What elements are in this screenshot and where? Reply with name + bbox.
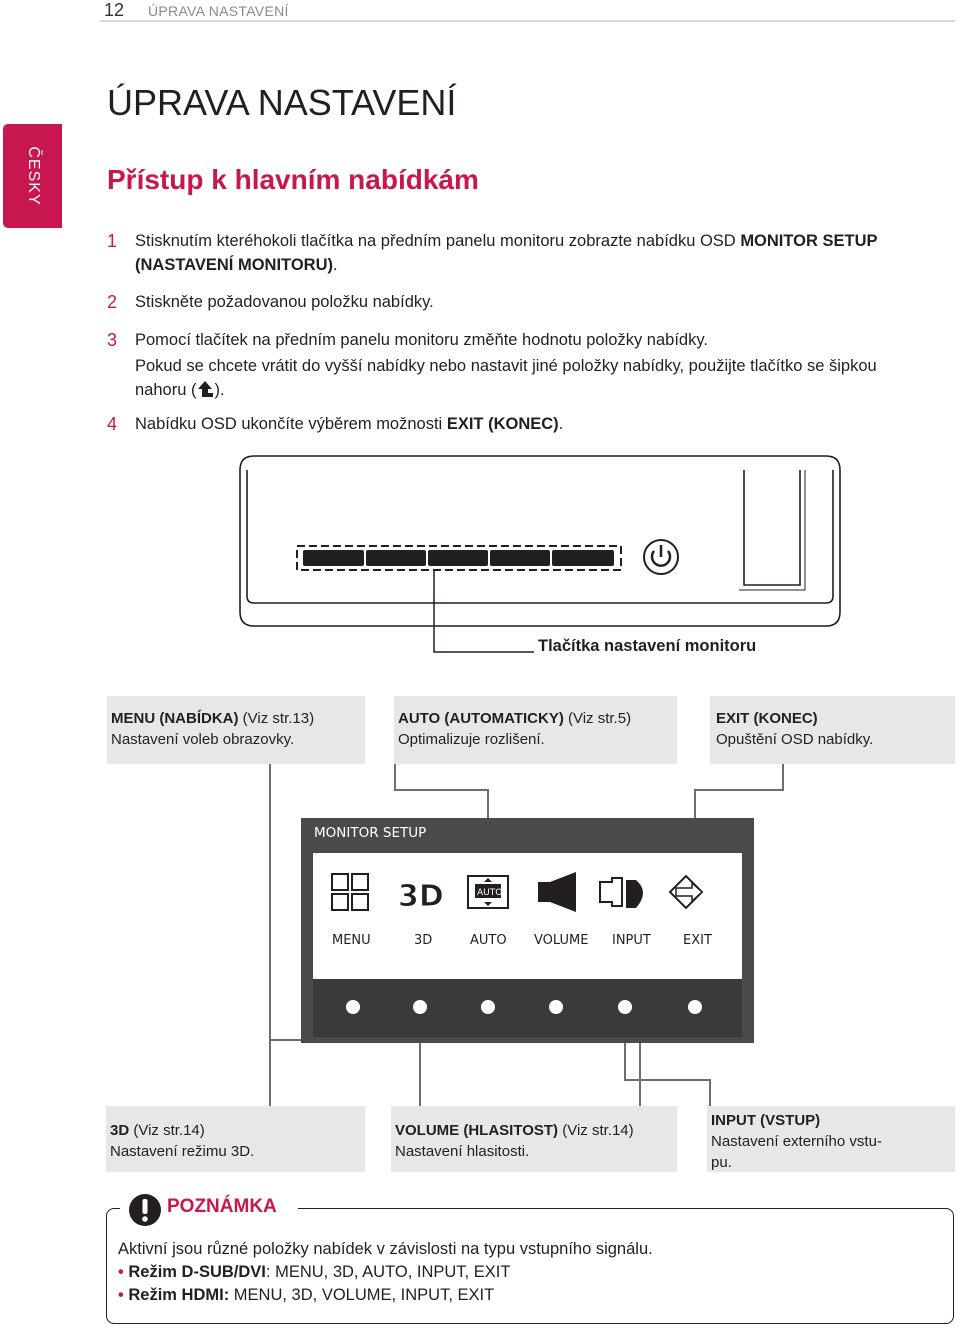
callout-title: MENU (NABÍDKA)	[111, 710, 239, 727]
callout-volume: VOLUME (HLASITOST) (Viz str.14) Nastaven…	[391, 1106, 677, 1172]
callout-auto: AUTO (AUTOMATICKY) (Viz str.5) Optimaliz…	[394, 696, 677, 764]
osd-dot-auto[interactable]	[481, 1000, 495, 1014]
header-rule	[100, 20, 955, 22]
auto-icon-text: AUTO	[477, 888, 502, 898]
step-number: 2	[107, 292, 118, 312]
osd-dot-volume[interactable]	[549, 1000, 563, 1014]
page-title: ÚPRAVA NASTAVENÍ	[107, 82, 457, 123]
buttons-leader-line	[433, 570, 534, 653]
osd-dot-exit[interactable]	[688, 1000, 702, 1014]
note-bullet-bold: Režim HDMI:	[128, 1286, 230, 1304]
3d-icon: 3D	[398, 879, 445, 915]
step-text-part: .	[333, 256, 338, 274]
monitor-buttons-label: Tlačítka nastavení monitoru	[538, 637, 757, 655]
note-bullet-bold: Režim D-SUB/DVI	[128, 1263, 266, 1281]
page-number: 12	[104, 0, 125, 20]
callout-exit: EXIT (KONEC) Opuštění OSD nabídky.	[710, 696, 955, 764]
language-tab: ČESKY	[3, 124, 62, 228]
3d-icon-text: 3D	[398, 879, 444, 914]
step-bold-text: EXIT (KONEC)	[446, 415, 559, 433]
step-text-part: Nabídku OSD ukončíte výběrem možnosti	[135, 415, 447, 433]
step-bold-text: MONITOR SETUP (NASTAVENÍ MONITORU)	[135, 232, 878, 274]
callout-title: INPUT (VSTUP)	[711, 1112, 821, 1129]
step-number: 4	[107, 414, 118, 434]
monitor-bezel	[239, 455, 841, 627]
step-number: 3	[107, 330, 118, 350]
note-title: POZNÁMKA	[167, 1196, 277, 1217]
bullet-icon: •	[118, 1286, 124, 1304]
callout-desc: Nastavení režimu 3D.	[110, 1143, 255, 1160]
osd-icons: 3D AUTO	[331, 872, 704, 915]
up-arrow-icon	[198, 381, 214, 397]
callout-ref: (Viz str.14)	[129, 1122, 205, 1139]
step-number: 1	[107, 231, 118, 251]
callout-3d: 3D (Viz str.14) Nastavení režimu 3D.	[106, 1106, 365, 1172]
callout-desc: Opuštění OSD nabídky.	[716, 731, 874, 748]
callout-ref: (Viz str.5)	[563, 710, 632, 727]
exit-arrow-icon	[668, 874, 704, 910]
osd-labels: MENU 3D AUTO VOLUME INPUT EXIT	[313, 933, 742, 953]
osd-dot-menu[interactable]	[346, 1000, 360, 1014]
step-text-part: nahoru (	[135, 381, 197, 399]
callout-desc: Nastavení voleb obrazovky.	[111, 731, 295, 748]
auto-icon: AUTO	[467, 875, 509, 909]
osd-item-volume[interactable]: VOLUME	[534, 933, 589, 948]
callout-title: AUTO (AUTOMATICKY)	[398, 710, 564, 727]
osd-item-3d[interactable]: 3D	[414, 933, 433, 948]
callout-title: VOLUME (HLASITOST)	[395, 1122, 559, 1139]
osd-item-auto[interactable]: AUTO	[470, 933, 507, 948]
osd-item-input[interactable]: INPUT	[612, 933, 651, 948]
running-title: ÚPRAVA NASTAVENÍ	[148, 3, 289, 19]
step-text: Pokud se chcete vrátit do vyšší nabídky …	[135, 357, 877, 375]
power-button-icon	[643, 539, 679, 575]
osd-title: MONITOR SETUP	[314, 825, 427, 841]
note-bullet: • Režim D-SUB/DVI: MENU, 3D, AUTO, INPUT…	[118, 1263, 510, 1282]
osd-item-exit[interactable]: EXIT	[683, 933, 712, 948]
osd-dot-input[interactable]	[618, 1000, 632, 1014]
step-text: nahoru ().	[135, 378, 955, 402]
note-box	[106, 1208, 954, 1324]
step-text: Stiskněte požadovanou položku nabídky.	[135, 293, 434, 311]
section-title: Přístup k hlavním nabídkám	[107, 164, 479, 195]
step-text-part: .	[558, 415, 564, 433]
step-text-part: Stisknutím kteréhokoli tlačítka na předn…	[135, 232, 741, 250]
step-text: Stisknutím kteréhokoli tlačítka na předn…	[135, 229, 955, 277]
callout-desc: Nastavení externího vstu-	[711, 1133, 882, 1150]
input-connector-icon	[599, 877, 643, 908]
bezel-buttons	[296, 545, 622, 571]
callout-input: INPUT (VSTUP) Nastavení externího vstu- …	[707, 1106, 955, 1172]
note-bullet-text: : MENU, 3D, AUTO, INPUT, EXIT	[265, 1263, 511, 1281]
menu-grid-icon	[331, 873, 369, 911]
callout-title: 3D	[110, 1122, 130, 1139]
osd-button-dots	[346, 1000, 702, 1014]
step-text: Pomocí tlačítek na předním panelu monito…	[135, 331, 708, 349]
osd-panel	[301, 818, 754, 1043]
step-text: Nabídku OSD ukončíte výběrem možnosti EX…	[135, 412, 955, 436]
speaker-icon	[538, 872, 576, 912]
step-text-part: ).	[214, 381, 225, 399]
note-bullet: • Režim HDMI: MENU, 3D, VOLUME, INPUT, E…	[118, 1286, 494, 1305]
osd-item-menu[interactable]: MENU	[332, 933, 371, 948]
bullet-icon: •	[118, 1263, 124, 1281]
note-bullet-text: MENU, 3D, VOLUME, INPUT, EXIT	[229, 1286, 495, 1304]
note-intro: Aktivní jsou různé položky nabídek v záv…	[118, 1240, 653, 1258]
callout-desc: Nastavení hlasitosti.	[395, 1143, 530, 1160]
callout-desc: pu.	[711, 1154, 732, 1171]
callout-ref: (Viz str.14)	[558, 1122, 634, 1139]
callout-menu: MENU (NABÍDKA) (Viz str.13) Nastavení vo…	[107, 696, 365, 764]
osd-dot-3d[interactable]	[413, 1000, 427, 1014]
callout-ref: (Viz str.13)	[238, 710, 315, 727]
callout-desc: Optimalizuje rozlišení.	[398, 731, 545, 748]
callout-title: EXIT (KONEC)	[716, 710, 818, 727]
warning-icon	[129, 1194, 161, 1226]
